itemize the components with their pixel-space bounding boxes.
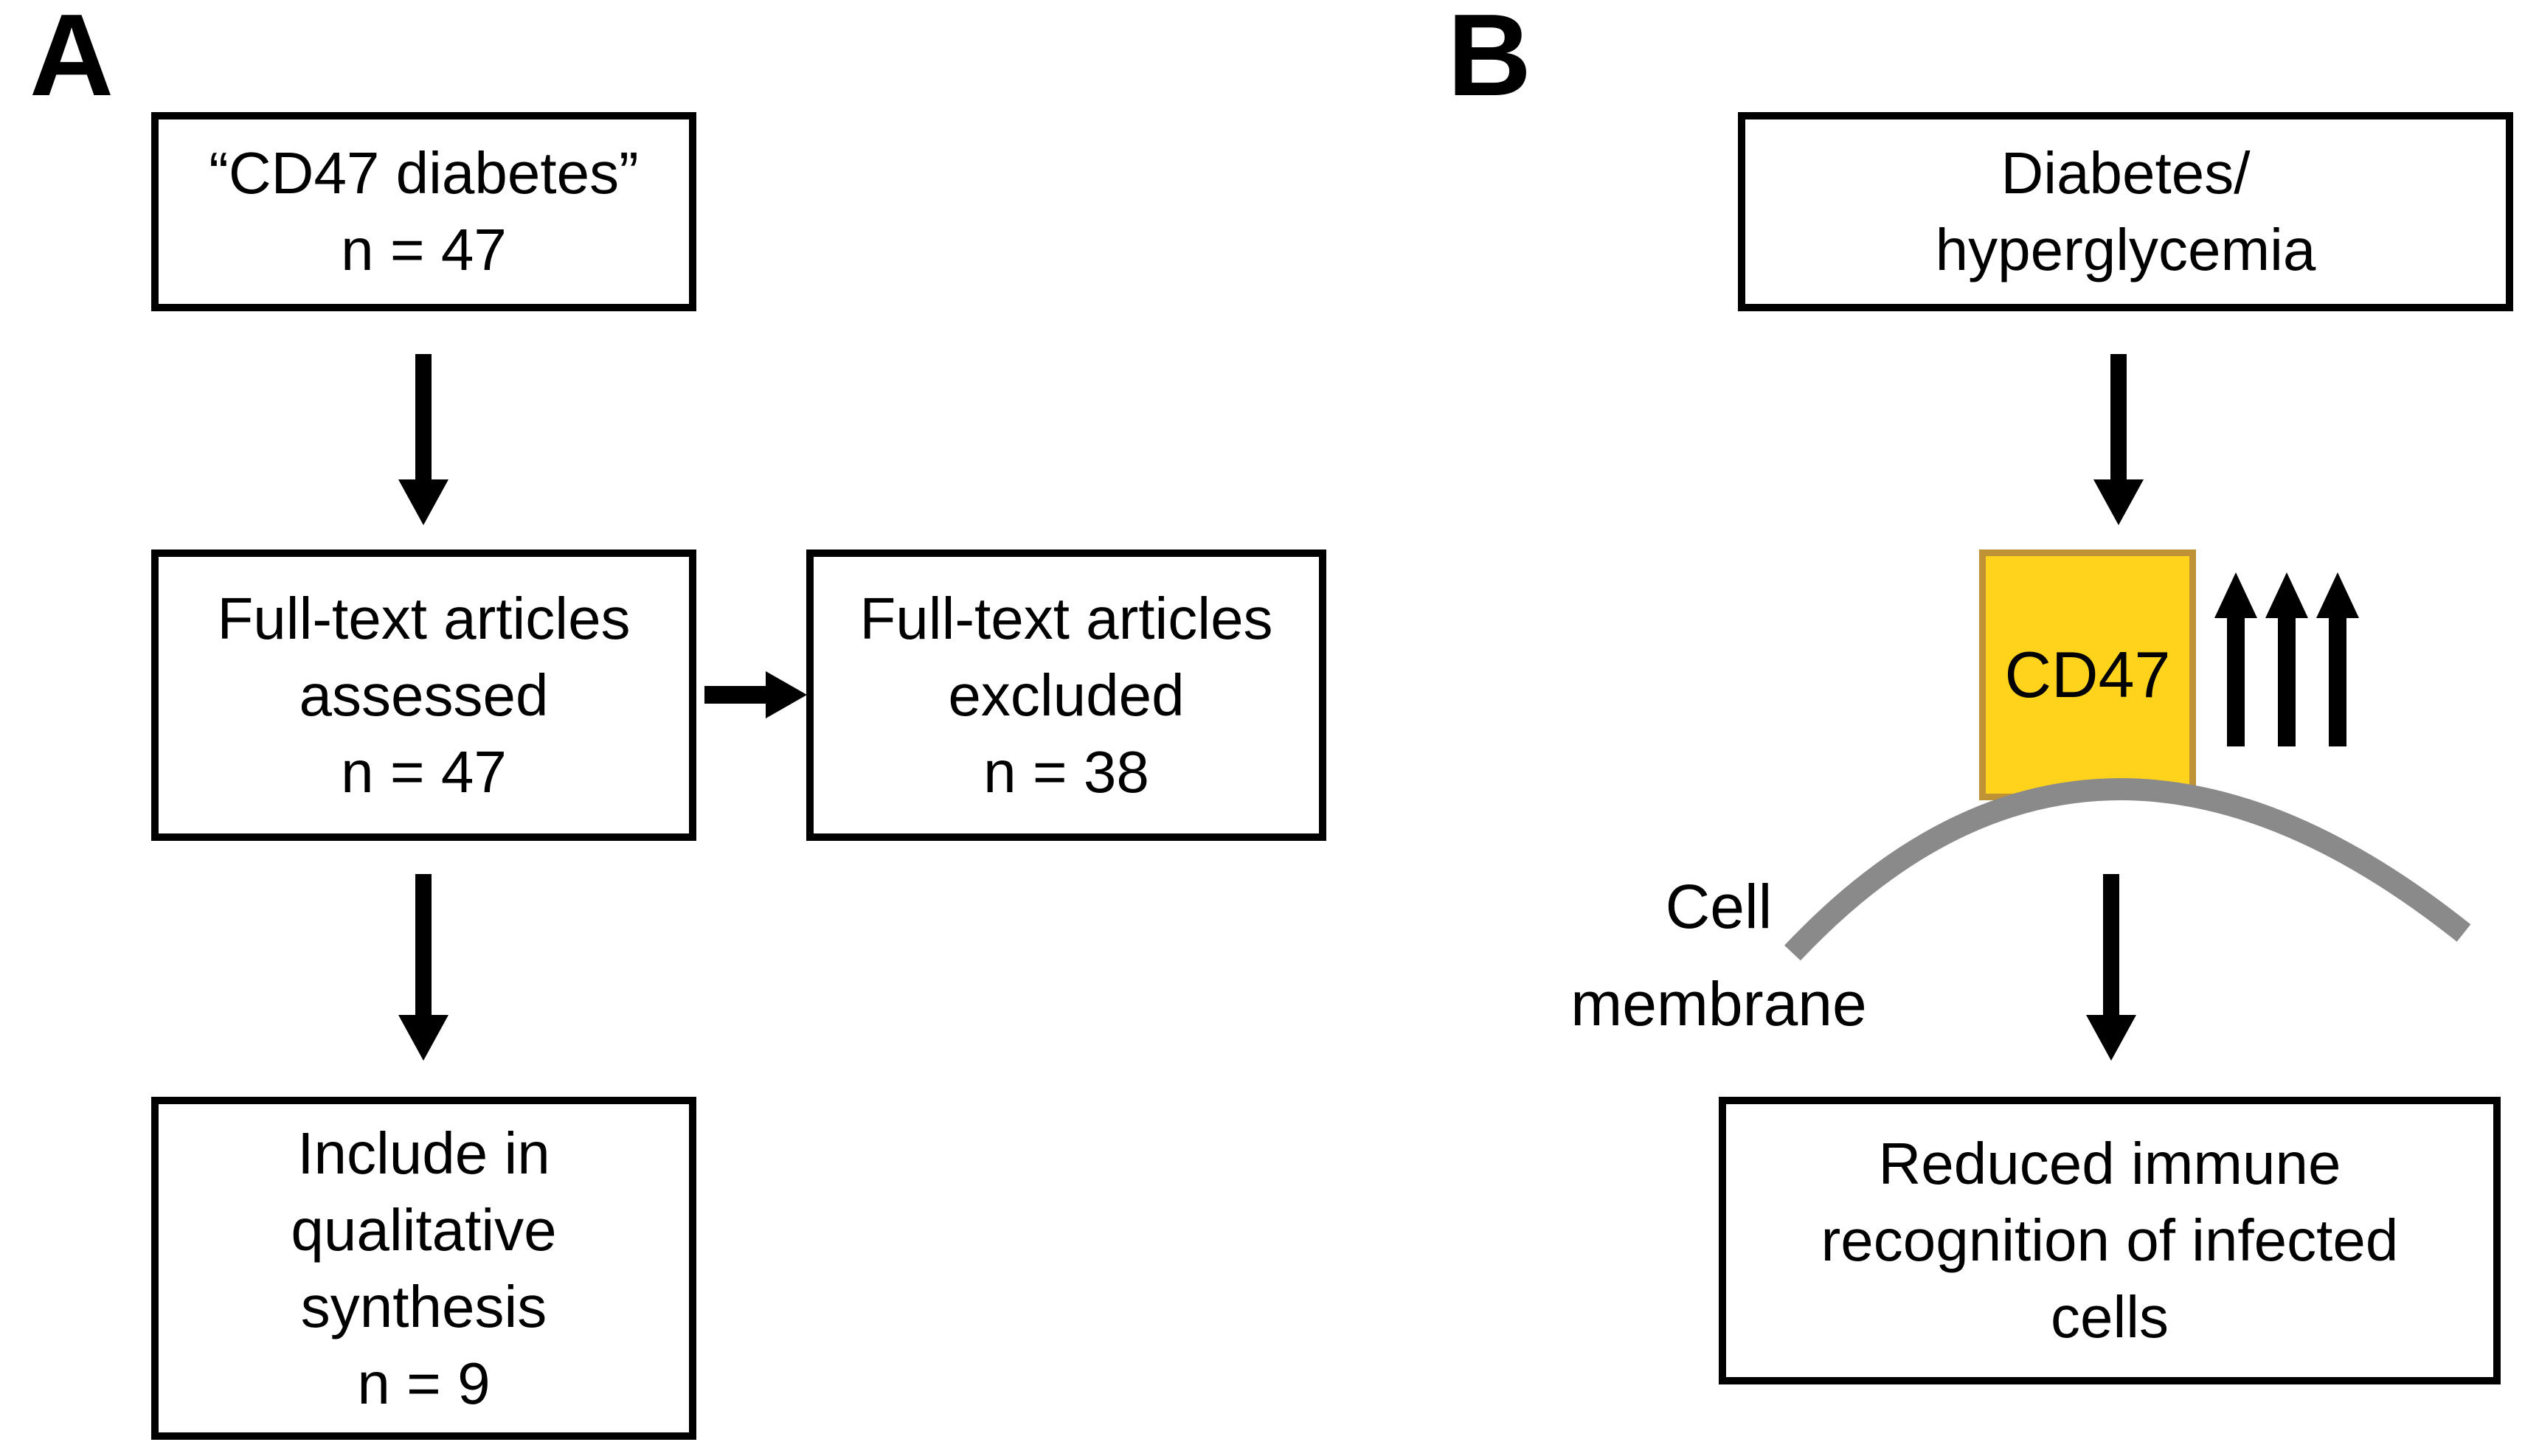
box-line: “CD47 diabetes”: [209, 140, 639, 206]
box-line: recognition of infected: [1821, 1207, 2399, 1273]
panel-a-label: A: [30, 0, 114, 120]
cell-membrane-label: Cell membrane: [1438, 858, 1999, 1053]
flow-box-qualitative-synthesis: Include in qualitative synthesis n = 9: [151, 1097, 696, 1440]
upregulation-arrow: [2214, 572, 2257, 746]
box-line: n = 47: [341, 217, 507, 282]
membrane-label-line: membrane: [1570, 969, 1867, 1039]
flow-box-search-query: “CD47 diabetes” n = 47: [151, 112, 696, 311]
cd47-receptor-box: CD47: [1979, 550, 2196, 800]
down-arrow: [2086, 874, 2136, 1061]
upregulation-arrow: [2265, 572, 2308, 746]
down-arrow: [398, 874, 448, 1061]
box-line: n = 9: [357, 1350, 491, 1416]
box-line: hyperglycemia: [1935, 217, 2316, 282]
diagram-box-diabetes-hyperglycemia: Diabetes/ hyperglycemia: [1738, 112, 2513, 311]
box-line: Full-text articles: [217, 585, 631, 651]
box-line: synthesis: [300, 1273, 547, 1339]
cd47-label: CD47: [2004, 638, 2171, 711]
flow-box-fulltext-assessed: Full-text articles assessed n = 47: [151, 550, 696, 841]
panel-b-label: B: [1447, 0, 1532, 120]
box-line: n = 38: [983, 738, 1149, 805]
diagram-box-reduced-immune-recognition: Reduced immune recognition of infected c…: [1719, 1097, 2501, 1384]
box-line: qualitative: [291, 1196, 557, 1263]
down-arrow: [2093, 354, 2144, 525]
upregulation-arrow: [2316, 572, 2359, 746]
box-line: Include in: [297, 1120, 550, 1186]
flow-box-fulltext-excluded: Full-text articles excluded n = 38: [806, 550, 1326, 841]
box-line: cells: [2050, 1284, 2169, 1350]
box-line: n = 47: [341, 738, 507, 805]
right-arrow: [704, 671, 807, 718]
box-line: Full-text articles: [859, 585, 1273, 651]
box-line: assessed: [299, 662, 549, 728]
box-line: excluded: [948, 662, 1185, 728]
box-line: Diabetes/: [2001, 140, 2251, 206]
membrane-label-line: Cell: [1665, 872, 1773, 941]
down-arrow: [398, 354, 448, 525]
box-line: Reduced immune: [1878, 1131, 2341, 1196]
